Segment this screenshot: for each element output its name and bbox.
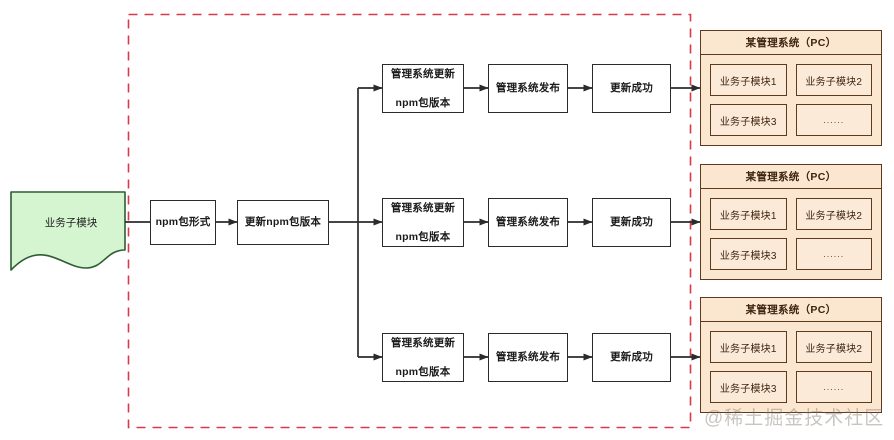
- process-box-b1-sys-publish-label: 管理系统发布: [495, 82, 561, 95]
- line2: npm包版本: [395, 230, 451, 243]
- process-box-b3-sys-update-npm[interactable]: 管理系统更新 npm包版本: [382, 333, 464, 382]
- process-box-npm-form-label: npm包形式: [155, 216, 211, 229]
- module-box[interactable]: 业务子模块3: [710, 371, 787, 403]
- process-box-b2-sys-update-npm[interactable]: 管理系统更新 npm包版本: [382, 198, 464, 247]
- process-box-update-npm-version-label: 更新npm包版本: [244, 216, 322, 229]
- line2: npm包版本: [395, 96, 451, 109]
- system-panel-1-modules: 业务子模块1 业务子模块2 业务子模块3 ......: [701, 55, 881, 145]
- process-box-b3-sys-publish-label: 管理系统发布: [495, 351, 561, 364]
- system-panel-2[interactable]: 某管理系统（PC） 业务子模块1 业务子模块2 业务子模块3 ......: [700, 164, 882, 280]
- system-panel-1-header: 某管理系统（PC）: [701, 31, 881, 55]
- process-box-b2-sys-publish[interactable]: 管理系统发布: [488, 198, 568, 247]
- module-box-overflow[interactable]: ......: [795, 238, 872, 270]
- module-box[interactable]: 业务子模块1: [710, 198, 787, 230]
- process-box-b2-sys-publish-label: 管理系统发布: [495, 216, 561, 229]
- process-box-b1-sys-update-npm-label: 管理系统更新 npm包版本: [385, 67, 461, 110]
- process-box-b1-sys-update-npm[interactable]: 管理系统更新 npm包版本: [382, 64, 464, 113]
- line2: npm包版本: [395, 365, 451, 378]
- system-panel-3-header: 某管理系统（PC）: [701, 298, 881, 322]
- system-panel-2-modules: 业务子模块1 业务子模块2 业务子模块3 ......: [701, 189, 881, 279]
- process-box-b3-sys-update-npm-label: 管理系统更新 npm包版本: [385, 336, 461, 379]
- process-box-b1-update-success[interactable]: 更新成功: [592, 64, 671, 113]
- process-box-npm-form[interactable]: npm包形式: [150, 200, 216, 245]
- source-document-label: 业务子模块: [44, 217, 98, 229]
- module-box[interactable]: 业务子模块3: [710, 104, 787, 136]
- process-box-b2-update-success-label: 更新成功: [610, 216, 653, 229]
- process-box-b1-sys-publish[interactable]: 管理系统发布: [488, 64, 568, 113]
- system-panel-3-modules: 业务子模块1 业务子模块2 业务子模块3 ......: [701, 322, 881, 412]
- module-box[interactable]: 业务子模块3: [710, 238, 787, 270]
- line1: 管理系统更新: [390, 202, 456, 215]
- process-box-b1-update-success-label: 更新成功: [610, 82, 653, 95]
- system-panel-2-header: 某管理系统（PC）: [701, 165, 881, 189]
- module-box[interactable]: 业务子模块2: [795, 64, 872, 96]
- line1: 管理系统更新: [390, 337, 456, 350]
- source-document-shape: [10, 191, 126, 271]
- process-box-b3-update-success-label: 更新成功: [610, 351, 653, 364]
- module-box[interactable]: 业务子模块1: [710, 331, 787, 363]
- process-box-b2-sys-update-npm-label: 管理系统更新 npm包版本: [385, 201, 461, 244]
- module-box-overflow[interactable]: ......: [795, 104, 872, 136]
- module-box[interactable]: 业务子模块2: [795, 331, 872, 363]
- module-box[interactable]: 业务子模块1: [710, 64, 787, 96]
- dashed-scope-boundary: [127, 13, 692, 429]
- system-panel-3[interactable]: 某管理系统（PC） 业务子模块1 业务子模块2 业务子模块3 ......: [700, 297, 882, 413]
- module-box[interactable]: 业务子模块2: [795, 198, 872, 230]
- system-panel-1[interactable]: 某管理系统（PC） 业务子模块1 业务子模块2 业务子模块3 ......: [700, 30, 882, 146]
- process-box-b2-update-success[interactable]: 更新成功: [592, 198, 671, 247]
- process-box-update-npm-version[interactable]: 更新npm包版本: [237, 200, 329, 245]
- module-box-overflow[interactable]: ......: [795, 371, 872, 403]
- process-box-b3-update-success[interactable]: 更新成功: [592, 333, 671, 382]
- process-box-b3-sys-publish[interactable]: 管理系统发布: [488, 333, 568, 382]
- line1: 管理系统更新: [390, 68, 456, 81]
